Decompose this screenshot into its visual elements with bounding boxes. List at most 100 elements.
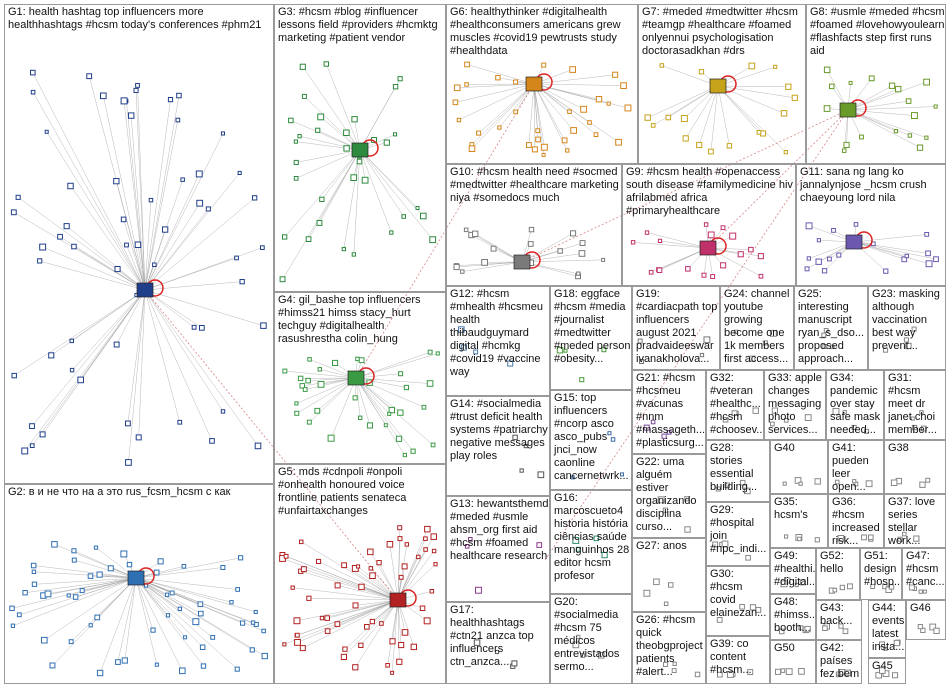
node	[576, 271, 581, 276]
node	[523, 444, 528, 449]
group-label: G38	[888, 442, 909, 454]
group-label: G8: #usmle #meded #hcsm #foamed #lovehow…	[810, 6, 945, 57]
node	[612, 71, 619, 78]
group-label: G52: hello	[820, 550, 847, 575]
node	[67, 182, 74, 190]
group-label: G14: #socialmedia #trust deficit health …	[450, 398, 548, 462]
node	[556, 347, 564, 354]
node	[358, 642, 364, 649]
group-panel-g5: G5: mds #cdnpoli #onpoli #onhealth honou…	[274, 464, 446, 684]
group-panel-g10: G10: #hcsm health need #socmed #medtwitt…	[446, 164, 622, 286]
node	[537, 471, 545, 479]
node	[220, 409, 226, 414]
node	[785, 83, 792, 90]
edge	[397, 599, 402, 646]
node	[181, 564, 187, 569]
group-panel-g27: G27: anos	[632, 538, 706, 612]
node	[859, 134, 864, 140]
node	[429, 589, 435, 594]
node	[919, 410, 924, 415]
edge	[144, 133, 224, 291]
hub-node	[136, 282, 154, 298]
group-panel-g39: G39: co content #hcsm...	[706, 636, 770, 684]
node	[323, 61, 330, 67]
group-label: G36: #hcsm increased risk...	[832, 496, 883, 547]
node	[341, 562, 348, 569]
node	[468, 537, 473, 542]
node	[703, 336, 711, 344]
node	[393, 132, 398, 137]
node	[907, 133, 913, 138]
node	[192, 618, 200, 626]
node	[431, 548, 437, 554]
group-panel-g52: G52: hello	[816, 548, 860, 600]
node	[463, 227, 469, 233]
node	[10, 623, 16, 628]
node	[831, 228, 836, 233]
node	[832, 587, 838, 593]
node	[569, 66, 576, 73]
edge	[355, 377, 414, 452]
node	[839, 584, 846, 591]
node	[260, 245, 265, 251]
node	[851, 424, 857, 430]
node	[620, 82, 627, 90]
edge	[661, 65, 719, 87]
edge	[685, 85, 719, 139]
edge	[359, 149, 424, 217]
node	[473, 639, 481, 646]
group-panel-g16: G16: marcoscueto4 historia história ciên…	[550, 490, 632, 594]
edge	[74, 559, 137, 579]
node	[397, 536, 403, 542]
node	[481, 259, 489, 266]
node	[656, 267, 663, 273]
node	[671, 668, 677, 673]
group-panel-g40: G40	[770, 440, 828, 494]
edge	[853, 241, 929, 254]
node	[351, 116, 358, 123]
cross-group-edge	[544, 109, 849, 561]
edge	[319, 149, 361, 224]
node	[120, 216, 127, 223]
edge	[337, 585, 399, 601]
node	[306, 419, 312, 425]
node	[804, 625, 811, 633]
node	[720, 225, 726, 231]
node	[352, 664, 359, 671]
node	[720, 262, 727, 269]
node	[637, 338, 643, 344]
edge	[355, 353, 438, 379]
node	[369, 572, 376, 580]
node	[120, 97, 128, 105]
node	[737, 251, 744, 258]
group-panel-g37: G37: love series stellar work...	[884, 494, 946, 548]
edge	[717, 85, 760, 133]
node	[239, 279, 245, 285]
hub-node	[699, 240, 717, 256]
node	[917, 624, 923, 630]
edge	[471, 83, 535, 145]
edge	[455, 83, 535, 103]
node	[314, 407, 321, 414]
node	[71, 557, 77, 563]
group-label: G40	[774, 442, 795, 454]
node	[888, 584, 895, 590]
edge	[698, 85, 719, 146]
node	[902, 531, 907, 537]
node	[579, 377, 585, 383]
node	[299, 383, 305, 389]
node	[798, 481, 803, 486]
group-panel-g4: G4: gil_bashe top influencers #himss21 h…	[274, 292, 446, 464]
node	[152, 262, 157, 267]
edge	[355, 599, 399, 668]
node	[316, 558, 322, 565]
node	[717, 671, 723, 678]
node	[220, 565, 226, 570]
node	[191, 324, 197, 330]
edge	[127, 289, 146, 424]
node	[797, 536, 802, 542]
node	[595, 96, 603, 103]
edge	[295, 149, 361, 179]
node	[301, 93, 307, 99]
edge	[39, 260, 146, 291]
